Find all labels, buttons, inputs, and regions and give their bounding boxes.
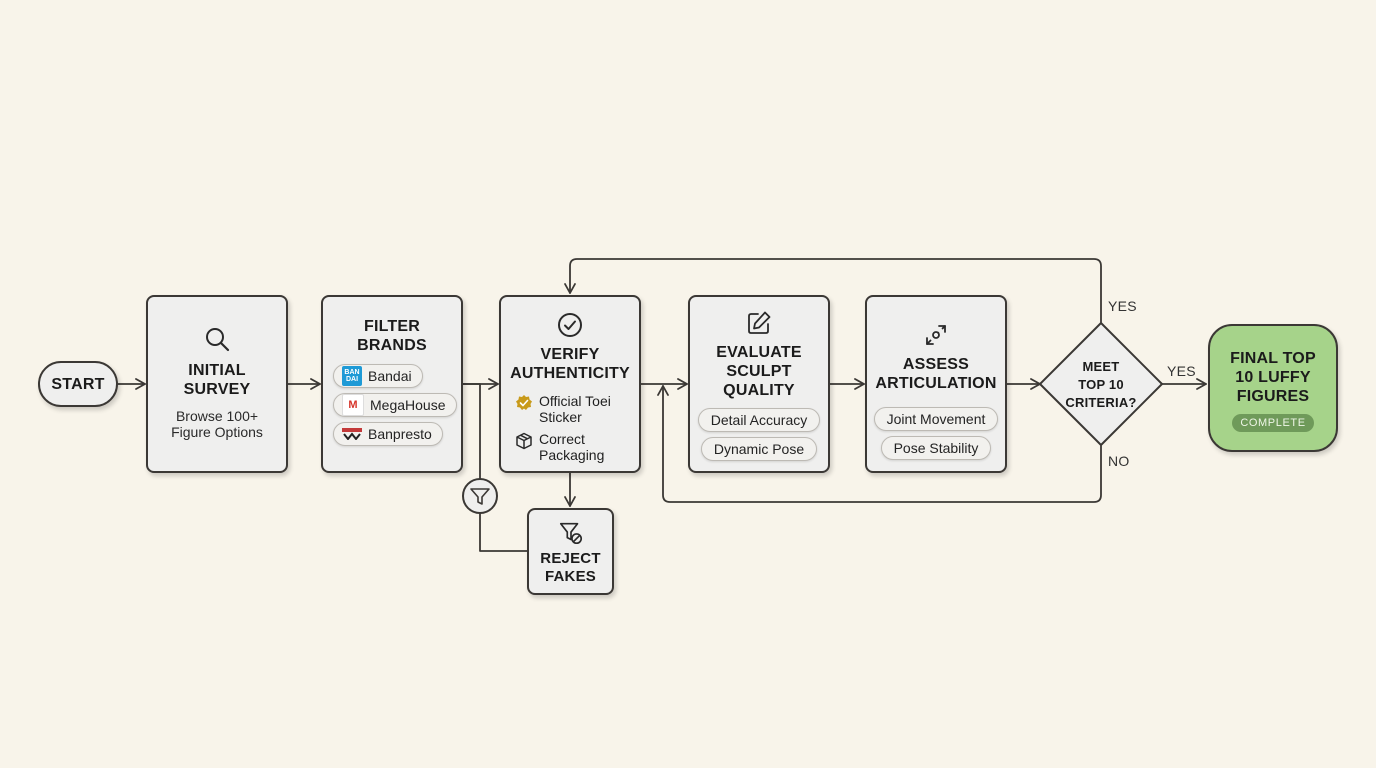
- articulation-criterion-joint: Joint Movement: [873, 407, 999, 431]
- verify-item-sticker: Official Toei Sticker: [515, 393, 611, 425]
- verify-item-sticker-label: Official Toei Sticker: [539, 393, 611, 425]
- survey-title: INITIAL SURVEY: [183, 362, 251, 398]
- edge-label-yes-right: YES: [1167, 363, 1196, 379]
- filter-slash-icon: [559, 522, 582, 544]
- decision-title: MEET TOP 10 CRITERIA?: [1065, 359, 1137, 410]
- articulation-node: ASSESS ARTICULATION Joint Movement Pose …: [865, 295, 1007, 473]
- survey-subtitle: Browse 100+ Figure Options: [171, 408, 263, 440]
- articulation-title: ASSESS ARTICULATION: [875, 356, 997, 392]
- final-title: FINAL TOP 10 LUFFY FIGURES: [1230, 349, 1316, 405]
- edit-icon: [748, 311, 771, 334]
- brands-node: FILTER BRANDS BAN DAI Bandai M MegaHouse…: [321, 295, 463, 473]
- megahouse-logo-icon: M: [342, 394, 364, 416]
- bandai-logo-icon: BAN DAI: [342, 366, 362, 386]
- brand-pill-bandai[interactable]: BAN DAI Bandai: [333, 364, 423, 388]
- verify-title: VERIFY AUTHENTICITY: [510, 346, 630, 382]
- sculpt-criterion-pose: Dynamic Pose: [700, 437, 818, 461]
- gold-badge-icon: [516, 395, 532, 410]
- brand-label-megahouse: MegaHouse: [370, 397, 446, 413]
- edge-filter-reject: [479, 512, 528, 552]
- survey-node: INITIAL SURVEY Browse 100+ Figure Option…: [146, 295, 288, 473]
- verify-node: VERIFY AUTHENTICITY Official Toei Sticke…: [499, 295, 641, 473]
- sculpt-criterion-detail: Detail Accuracy: [697, 408, 821, 432]
- reject-title: REJECT FAKES: [540, 549, 601, 585]
- banpresto-logo-icon: [342, 424, 362, 444]
- final-node: FINAL TOP 10 LUFFY FIGURES COMPLETE: [1208, 324, 1338, 452]
- reject-node: REJECT FAKES: [527, 508, 614, 595]
- decision-label: MEET TOP 10 CRITERIA?: [1046, 358, 1156, 412]
- brand-label-bandai: Bandai: [368, 368, 412, 384]
- brands-title: FILTER BRANDS: [357, 318, 427, 354]
- start-label: START: [51, 375, 105, 393]
- edge-label-no: NO: [1108, 453, 1130, 469]
- verify-item-packaging: Correct Packaging: [515, 431, 604, 463]
- start-node: START: [38, 361, 118, 407]
- search-icon: [206, 328, 230, 352]
- brand-pill-banpresto[interactable]: Banpresto: [333, 422, 443, 446]
- verify-item-packaging-label: Correct Packaging: [539, 431, 605, 463]
- box-icon: [516, 432, 532, 450]
- sculpt-node: EVALUATE SCULPT QUALITY Detail Accuracy …: [688, 295, 830, 473]
- brand-label-banpresto: Banpresto: [368, 426, 432, 442]
- brand-pill-megahouse[interactable]: M MegaHouse: [333, 393, 457, 417]
- edge-label-yes-top: YES: [1108, 298, 1137, 314]
- resize-arrows-icon: [926, 325, 946, 345]
- edge-yes-loop: [564, 258, 1102, 323]
- final-badge: COMPLETE: [1232, 413, 1314, 432]
- sculpt-title: EVALUATE SCULPT QUALITY: [716, 344, 802, 399]
- edge-brands-filter: [462, 383, 481, 480]
- edge-no-loop: [657, 385, 1102, 503]
- check-circle-icon: [558, 313, 582, 337]
- filter-node: [462, 478, 498, 514]
- decision-diamond: [1039, 322, 1163, 446]
- articulation-criterion-stability: Pose Stability: [880, 436, 992, 460]
